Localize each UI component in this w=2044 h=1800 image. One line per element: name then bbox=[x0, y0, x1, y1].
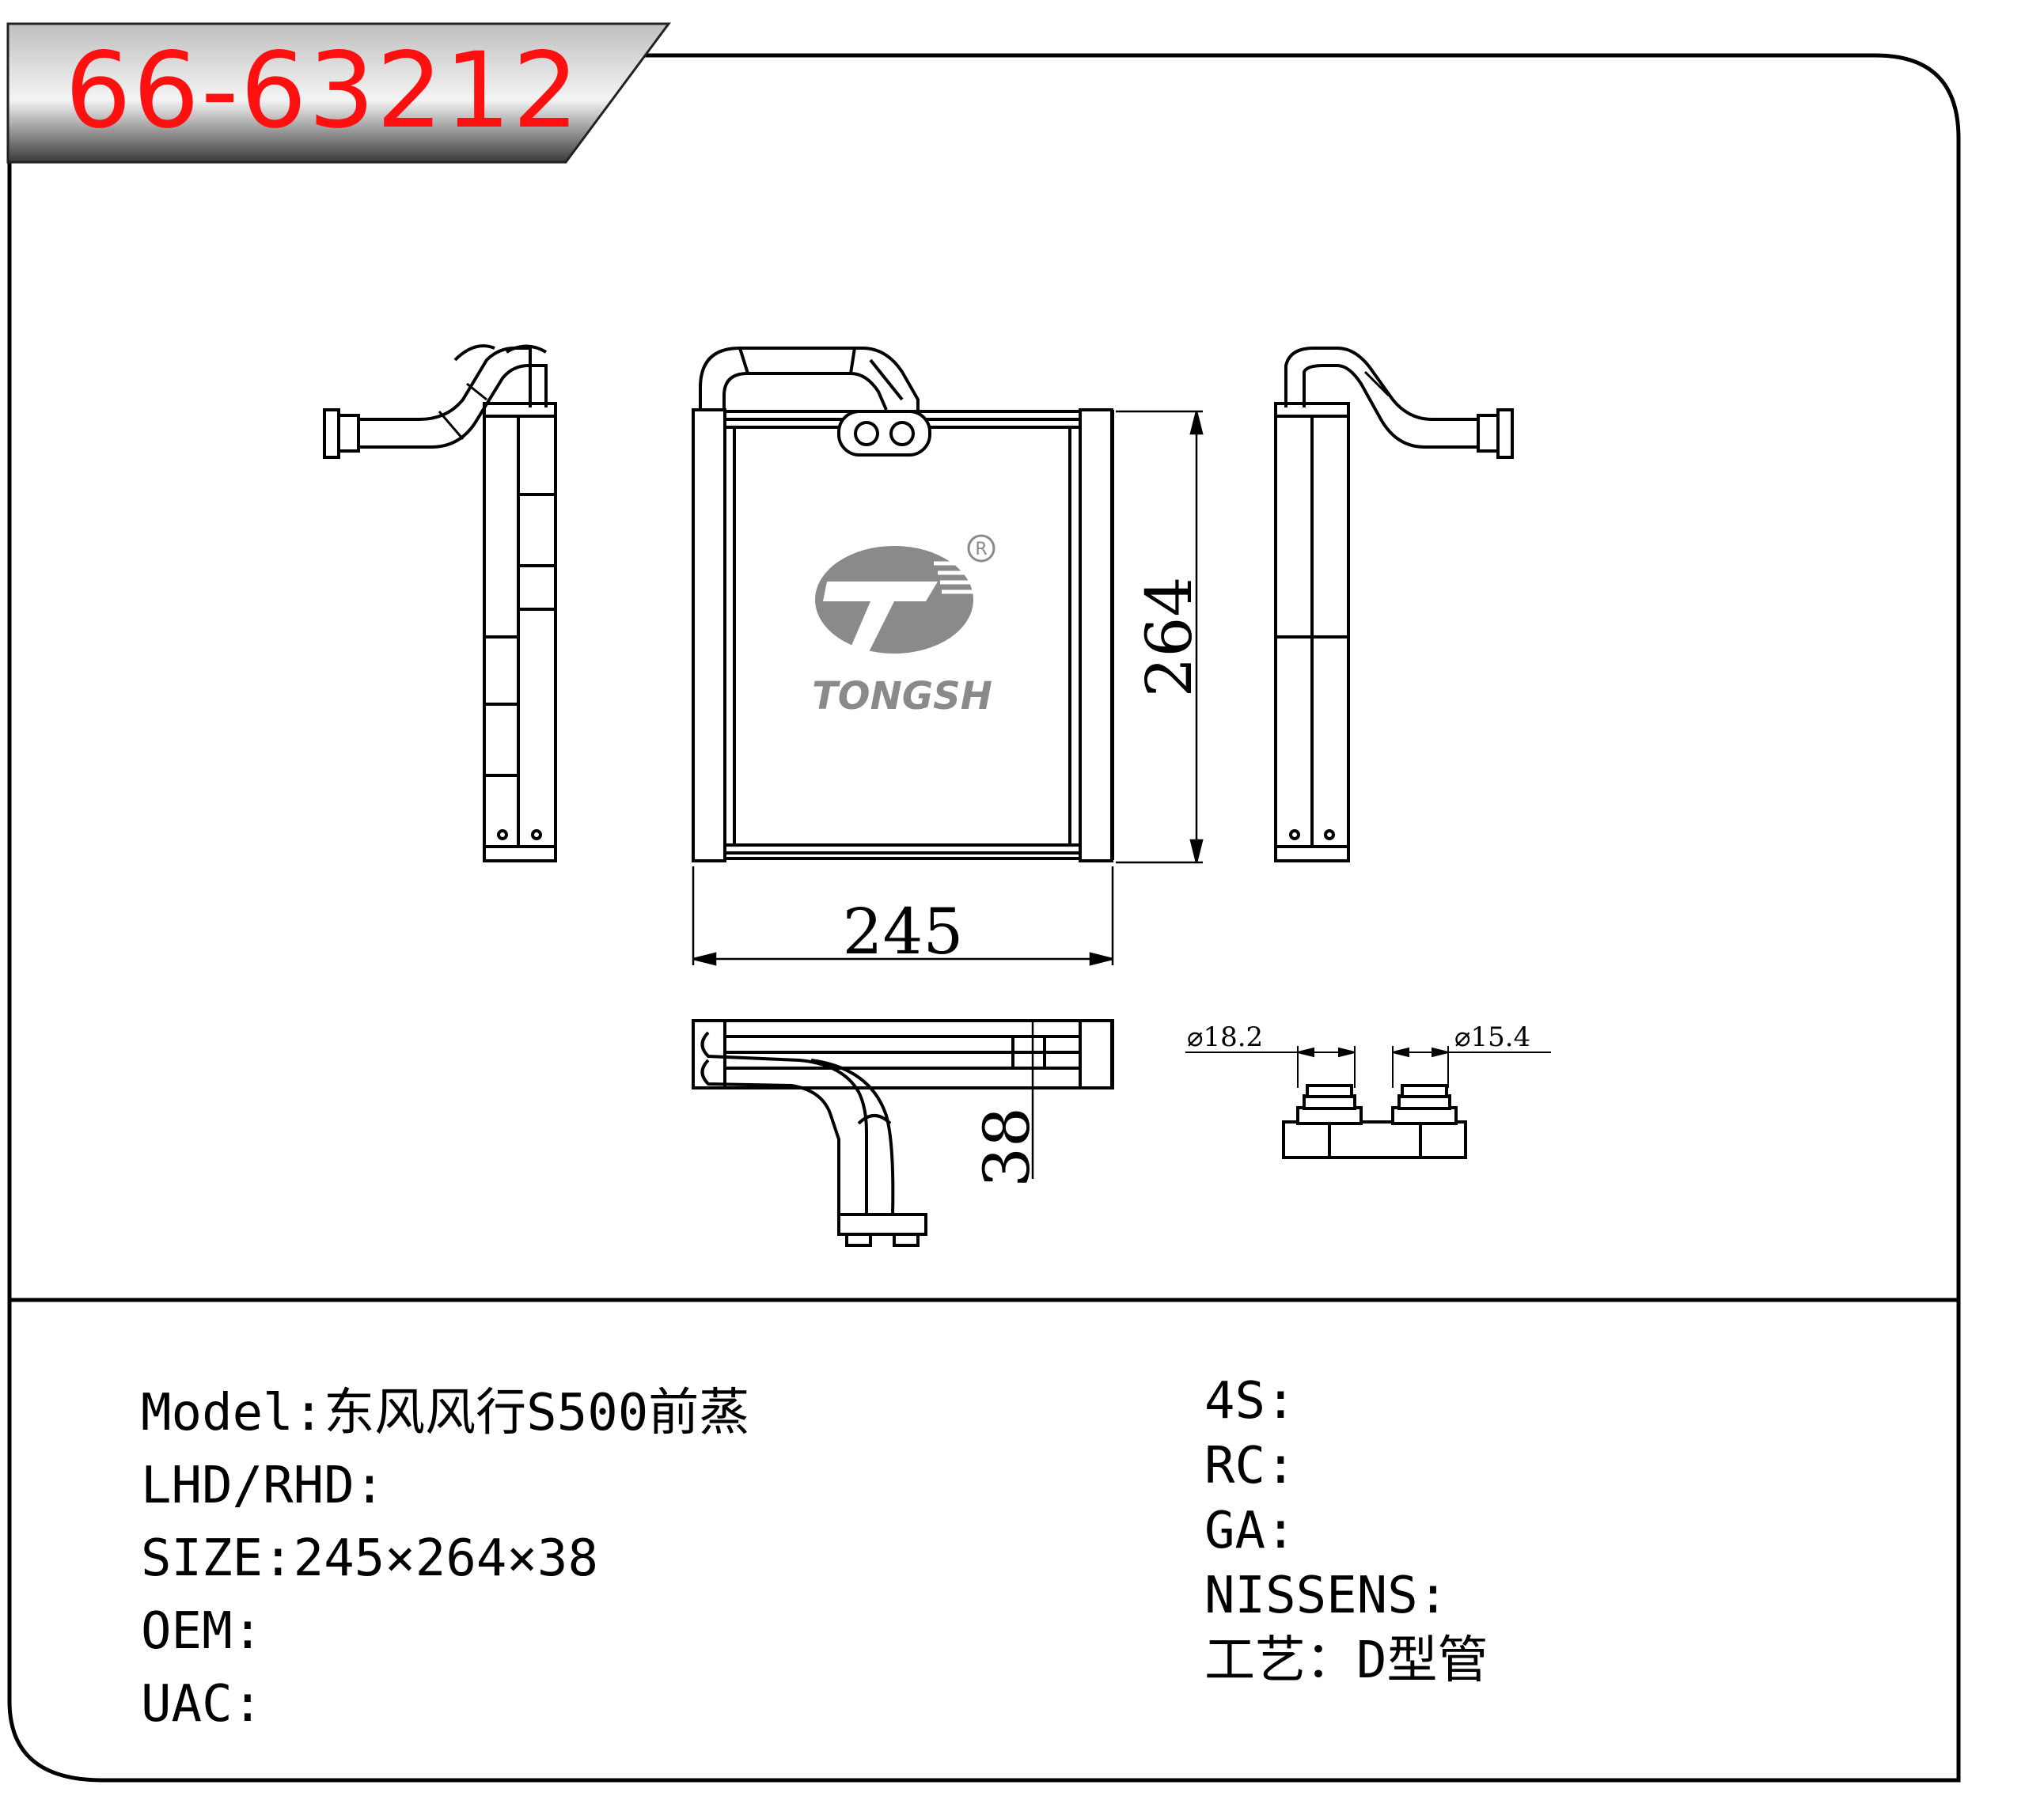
depth-dimension bbox=[1021, 1019, 1034, 1179]
spec-row-model: Model:东风风行S500前蒸 bbox=[141, 1377, 749, 1449]
spec-label: LHD/RHD bbox=[141, 1457, 355, 1515]
width-dimension bbox=[692, 866, 1114, 966]
spec-separator: : bbox=[232, 1602, 264, 1661]
diameter-left-label: ⌀18.2 bbox=[1187, 1021, 1263, 1053]
spec-label: UAC bbox=[141, 1675, 233, 1734]
right-side-view bbox=[1274, 347, 1514, 862]
brand-logo: R TONGSH bbox=[812, 534, 995, 718]
spec-separator: : bbox=[1265, 1437, 1296, 1495]
spec-label: SIZE bbox=[141, 1529, 264, 1588]
spec-row-nissens: NISSENS: bbox=[1204, 1563, 1488, 1628]
spec-list-right: 4S: RC: GA: NISSENS: 工艺：D型管 bbox=[1204, 1369, 1488, 1693]
registered-icon bbox=[967, 534, 995, 563]
diameter-right-label: ⌀15.4 bbox=[1454, 1021, 1530, 1053]
height-dimension-label: 264 bbox=[1132, 577, 1206, 698]
left-side-view bbox=[323, 344, 557, 862]
outer-frame bbox=[7, 53, 1961, 1783]
spec-row-rc: RC: bbox=[1204, 1434, 1488, 1499]
spec-separator: : bbox=[263, 1529, 294, 1588]
height-dimension bbox=[1116, 410, 1204, 864]
spec-value: 东风风行S500前蒸 bbox=[324, 1384, 750, 1442]
spec-label: NISSENS bbox=[1204, 1567, 1418, 1625]
bottom-view bbox=[692, 1019, 1114, 1247]
spec-value: D型管 bbox=[1356, 1631, 1488, 1690]
spec-list-left: Model:东风风行S500前蒸 LHD/RHD: SIZE:245×264×3… bbox=[141, 1377, 749, 1741]
spec-separator: ： bbox=[1306, 1631, 1356, 1690]
spec-separator: : bbox=[1265, 1502, 1296, 1560]
spec-label: 4S bbox=[1204, 1372, 1266, 1431]
spec-label: 工艺 bbox=[1204, 1631, 1306, 1690]
spec-row-ga: GA: bbox=[1204, 1499, 1488, 1563]
spec-label: Model bbox=[141, 1384, 294, 1442]
fitting-dimensions bbox=[1185, 1046, 1551, 1088]
spec-row-oem: OEM: bbox=[141, 1595, 749, 1668]
width-dimension-label: 245 bbox=[843, 895, 964, 968]
spec-value: 245×264×38 bbox=[293, 1529, 598, 1588]
spec-separator: : bbox=[293, 1384, 324, 1442]
spec-label: RC bbox=[1204, 1437, 1266, 1495]
title-banner bbox=[6, 22, 671, 164]
spec-row-size: SIZE:245×264×38 bbox=[141, 1522, 749, 1595]
spec-label: OEM bbox=[141, 1602, 233, 1661]
part-number: 66-63212 bbox=[65, 30, 581, 152]
registered-mark: R bbox=[975, 540, 987, 559]
spec-row-4s: 4S: bbox=[1204, 1369, 1488, 1434]
brand-name: TONGSH bbox=[812, 674, 992, 718]
depth-dimension-label: 38 bbox=[970, 1107, 1044, 1188]
spec-row-uac: UAC: bbox=[141, 1668, 749, 1741]
spec-row-lhd-rhd: LHD/RHD: bbox=[141, 1449, 749, 1522]
spec-separator: : bbox=[1265, 1372, 1296, 1431]
spec-row-process: 工艺：D型管 bbox=[1204, 1628, 1488, 1693]
fitting-detail bbox=[1282, 1084, 1467, 1159]
spec-separator: : bbox=[1417, 1567, 1449, 1625]
spec-separator: : bbox=[232, 1675, 264, 1734]
spec-label: GA bbox=[1204, 1502, 1266, 1560]
spec-separator: : bbox=[354, 1457, 385, 1515]
